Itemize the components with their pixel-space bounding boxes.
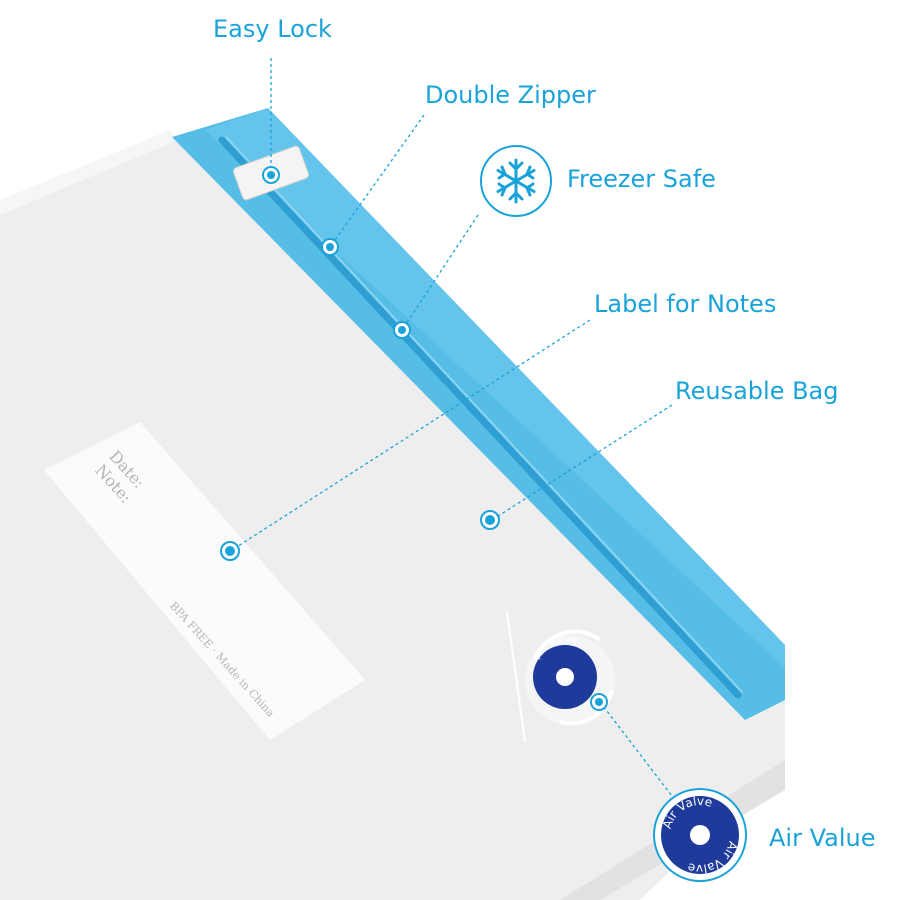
air-valve-badge xyxy=(653,788,747,882)
print-line xyxy=(506,611,526,743)
bag-back-layer xyxy=(0,130,178,215)
snowflake-icon xyxy=(480,145,552,217)
marker-dots xyxy=(220,166,608,711)
zipper-track xyxy=(218,136,742,699)
zipper-track-highlight xyxy=(225,136,743,693)
callout-double-zipper: Double Zipper xyxy=(425,81,596,109)
callout-air-value: Air Value xyxy=(769,824,876,852)
connector-lines xyxy=(231,58,676,801)
callout-easy-lock: Easy Lock xyxy=(213,15,332,43)
callout-label-notes: Label for Notes xyxy=(594,290,777,318)
note-label-area xyxy=(44,422,365,740)
callout-freezer-safe: Freezer Safe xyxy=(567,165,716,193)
zipper-strip-shade xyxy=(205,108,785,668)
callout-reusable-bag: Reusable Bag xyxy=(675,377,839,405)
